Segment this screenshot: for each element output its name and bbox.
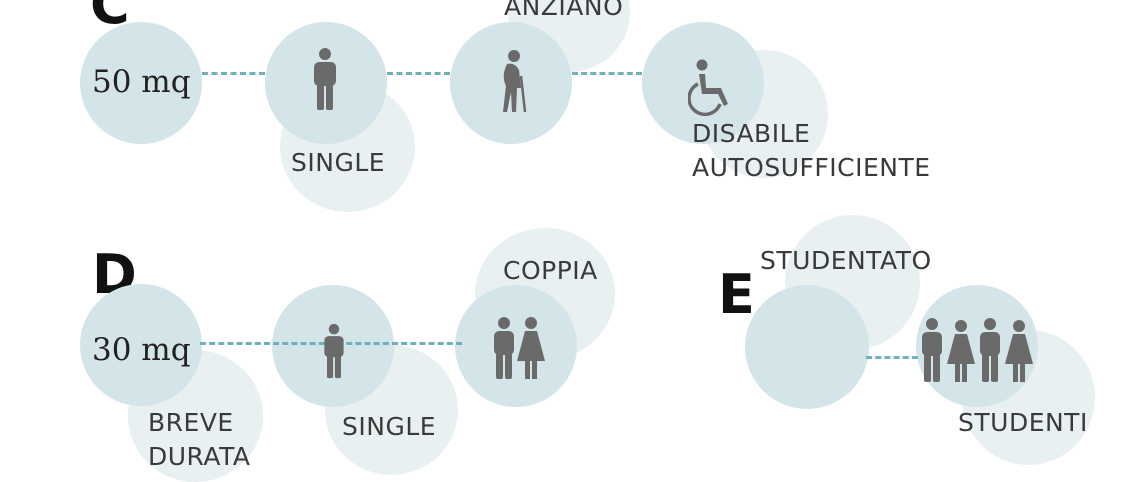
area-d-circle xyxy=(80,284,202,406)
studenti-label: STUDENTI xyxy=(958,408,1088,437)
coppia-label: COPPIA xyxy=(503,256,598,285)
connector-e xyxy=(866,356,918,359)
single-person-icon xyxy=(320,320,348,382)
anziano-label: ANZIANO xyxy=(504,0,624,21)
single-c-label: SINGLE xyxy=(291,148,386,177)
couple-icon xyxy=(490,317,546,379)
studentato-circle xyxy=(745,285,869,409)
single-d-label: SINGLE xyxy=(342,412,437,441)
section-e-letter: E xyxy=(718,263,755,326)
connector-c-1 xyxy=(202,72,265,75)
wheelchair-icon xyxy=(688,58,740,118)
breve-durata-label: BREVE DURATA xyxy=(148,408,251,471)
students-group-icon xyxy=(920,318,1036,382)
disabile-label: DISABILE AUTOSUFFICIENTE xyxy=(692,119,931,182)
connector-c-2 xyxy=(387,72,450,75)
single-person-icon xyxy=(309,48,341,110)
area-c-circle xyxy=(80,22,202,144)
coppia-circle xyxy=(455,285,577,407)
area-c-value: 50 mq xyxy=(92,64,191,100)
studentato-label: STUDENTATO xyxy=(760,246,932,275)
area-d-value: 30 mq xyxy=(92,332,191,368)
connector-c-3 xyxy=(572,72,642,75)
elderly-person-icon xyxy=(497,50,531,112)
